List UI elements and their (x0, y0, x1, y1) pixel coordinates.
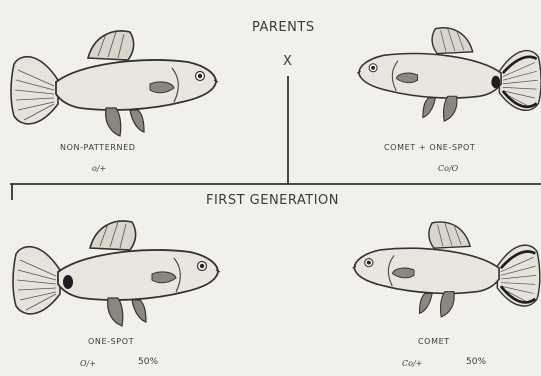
parent-left-genotype: o/+ (92, 164, 106, 173)
offspring-right-genotype: Co/+ (402, 359, 422, 368)
comet-one-spot-fish (350, 18, 541, 130)
first-generation-heading: FIRST GENERATION (206, 193, 339, 208)
one-spot-fish (12, 210, 228, 330)
offspring-left-name: ONE-SPOT (88, 337, 134, 346)
comet-fish (345, 212, 541, 326)
parent-right-name: COMET + ONE-SPOT (384, 143, 475, 152)
offspring-right-percent: 50% (466, 357, 486, 367)
offspring-left-genotype: O/+ (80, 359, 96, 368)
parents-heading: PARENTS (252, 20, 315, 35)
parent-left-name: NON-PATTERNED (60, 143, 136, 152)
parent-right-genotype: Co/O (438, 164, 458, 173)
non-patterned-fish (10, 20, 226, 140)
cross-symbol: X (283, 54, 292, 69)
offspring-right-name: COMET (418, 337, 450, 346)
offspring-left-percent: 50% (138, 357, 158, 367)
